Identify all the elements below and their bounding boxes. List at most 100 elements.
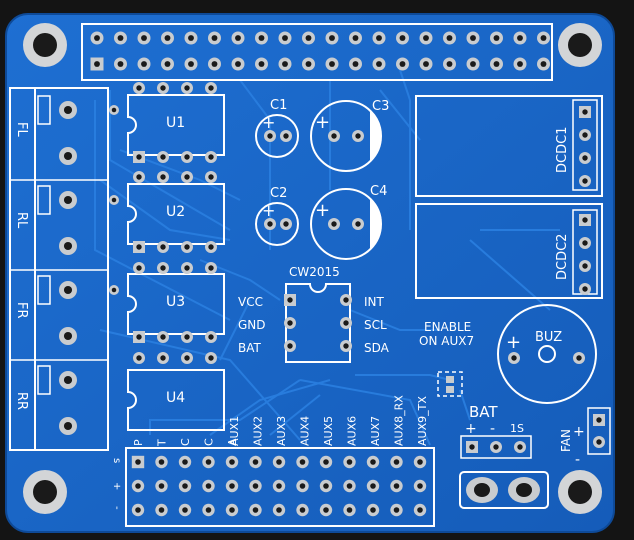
buzzer-outline <box>497 304 597 404</box>
aux-label: AUX9_TX <box>416 396 429 446</box>
servo-label: A <box>226 438 239 446</box>
servo-pad <box>366 479 380 493</box>
servo-pad <box>202 503 215 517</box>
gpio-pad <box>443 31 456 45</box>
servo-pad <box>413 479 427 493</box>
aux-label: AUX6 <box>346 416 359 446</box>
servo-label: P <box>132 439 145 446</box>
capacitor-pad <box>280 218 292 230</box>
servo-aux-header-pads <box>131 455 427 517</box>
cap-label-c4: C4 <box>370 184 387 199</box>
motor-terminal-pads <box>59 101 77 435</box>
servo-pad <box>390 455 403 469</box>
fan-plus: + <box>573 424 585 440</box>
driver-pad <box>157 151 169 163</box>
fuel-gauge-outline <box>285 283 351 363</box>
gpio-pad <box>90 31 104 45</box>
dcdc-pad <box>579 129 591 141</box>
fuel-gauge-pad <box>340 294 352 306</box>
fan-pad <box>593 436 605 448</box>
buzzer-plus: + <box>506 332 521 353</box>
terminal-pad <box>59 101 77 119</box>
servo-pad <box>155 479 168 493</box>
dcdc-pad <box>579 237 591 249</box>
servo-pad <box>249 479 262 493</box>
motor-driver-ics <box>109 82 225 431</box>
fuel-gauge-pin-bat: BAT <box>238 341 262 355</box>
driver-pad <box>181 151 193 163</box>
dcdc2-label: DCDC2 <box>555 234 570 280</box>
servo-pad <box>249 455 262 469</box>
fuel-gauge-pin-vcc: VCC <box>238 295 263 309</box>
bat-power-connector <box>459 471 549 509</box>
fan-pad <box>593 414 605 426</box>
capacitors: + + + + <box>255 100 382 260</box>
bat-pad <box>466 441 478 453</box>
aux-label: AUX4 <box>299 416 312 446</box>
gpio-pad <box>419 57 433 71</box>
gpio-pad <box>231 57 245 71</box>
buzzer-pads <box>508 352 585 364</box>
gpio-pad <box>419 31 433 45</box>
servo-aux-header-outline <box>125 447 435 527</box>
driver-pad <box>181 171 193 183</box>
driver-pad <box>133 82 145 94</box>
bat-label: BAT <box>469 403 498 421</box>
gpio-pad <box>161 57 174 71</box>
aux-label: AUX1 <box>228 416 241 446</box>
servo-pad <box>155 503 168 517</box>
terminal-pad <box>59 371 77 389</box>
servo-pad <box>272 503 286 517</box>
servo-pad <box>319 479 333 493</box>
servo-pad <box>178 455 192 469</box>
gpio-pad <box>372 57 386 71</box>
terminal-pad <box>59 281 77 299</box>
dcdc-pad <box>579 152 591 164</box>
dcdc-pad <box>579 283 591 295</box>
servo-pad <box>272 479 286 493</box>
jumper-label-line1: ENABLE <box>424 320 471 334</box>
gpio-header-pads <box>90 31 550 71</box>
cap-label-c1: C1 <box>270 98 287 113</box>
driver-label-u2: U2 <box>166 204 185 220</box>
servo-pad <box>343 455 356 469</box>
header-side-label: + <box>111 482 122 490</box>
driver-pad <box>205 331 217 343</box>
dcdc-pad <box>579 260 591 272</box>
servo-pad <box>155 455 168 469</box>
aux-label: AUX7 <box>369 416 382 446</box>
gpio-pad <box>278 57 292 71</box>
driver-pad <box>205 262 217 274</box>
driver-pad <box>133 352 145 364</box>
bat-pad <box>490 441 502 453</box>
gpio-pad <box>513 57 527 71</box>
servo-pad <box>366 503 380 517</box>
motor-terminal-block <box>9 87 109 451</box>
terminal-pad <box>59 147 77 165</box>
gpio-pad <box>325 57 339 71</box>
driver-pad <box>109 105 119 115</box>
servo-pad <box>319 503 333 517</box>
servo-pad <box>390 503 403 517</box>
driver-pad <box>205 241 217 253</box>
svg-text:+: + <box>262 201 275 220</box>
gpio-pad <box>466 31 480 45</box>
servo-pad <box>202 455 215 469</box>
fan-label: FAN <box>559 429 573 452</box>
driver-pad <box>205 352 217 364</box>
capacitor-pad <box>264 130 276 142</box>
terminal-pad <box>59 191 77 209</box>
driver-pad <box>109 285 119 295</box>
bat-plus: + <box>465 421 477 437</box>
terminal-pad <box>59 417 77 435</box>
buzzer-center <box>538 345 556 363</box>
bat-cells: 1S <box>510 422 524 435</box>
aux-label: AUX5 <box>322 416 335 446</box>
gpio-pad <box>466 57 480 71</box>
driver-pad <box>205 171 217 183</box>
fuel-gauge-pin-gnd: GND <box>238 318 266 332</box>
capacitor-pad <box>328 130 340 142</box>
servo-pad <box>202 479 215 493</box>
dcdc-pad <box>579 175 591 187</box>
